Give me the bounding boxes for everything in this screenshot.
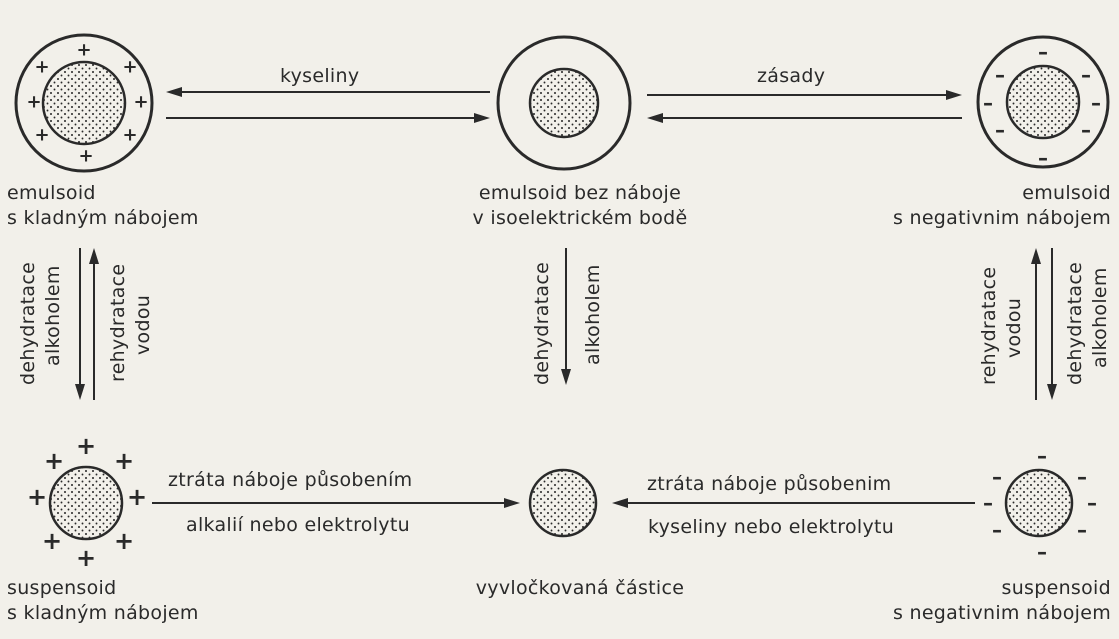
- arrow-acids-forward: [166, 113, 490, 123]
- emulsoid-neutral-label-1: emulsoid bez náboje: [400, 180, 760, 206]
- emulsoid-positive-charge-6: +: [34, 125, 49, 146]
- arrow-acids-forward-head: [474, 113, 490, 123]
- arrow-right-dehydration: [1047, 248, 1057, 400]
- acids-label: kyseliny: [280, 63, 359, 89]
- right-dehydration-label-1: dehydratace: [1064, 262, 1086, 385]
- suspensoid-positive-label-2: s kladným nábojem: [7, 600, 199, 626]
- arrow-right-dehydration-head: [1047, 384, 1057, 400]
- right-rehydration-label-1: rehydratace: [978, 267, 1000, 385]
- suspensoid-negative-charge-1: –: [1037, 444, 1047, 468]
- bottom-right-label-1: ztráta náboje působenim: [647, 471, 892, 497]
- left-dehydration-label-1: dehydratace: [17, 262, 39, 385]
- emulsoid-negative-charge-6: –: [995, 118, 1005, 142]
- arrow-bottom-left: [152, 498, 520, 508]
- arrow-left-rehydration-head: [89, 248, 99, 264]
- left-rehydration-label-2: vodou: [132, 295, 154, 355]
- arrow-bases-forward: [647, 90, 962, 100]
- emulsoid-negative-charge-5: –: [1091, 91, 1101, 115]
- emulsoid-neutral-particle: [498, 37, 630, 169]
- arrow-bases-forward-head: [946, 90, 962, 100]
- emulsoid-negative-particle-core: [1007, 66, 1079, 138]
- emulsoid-negative-charge-1: –: [1038, 40, 1048, 64]
- emulsoid-positive-charge-5: +: [133, 92, 148, 113]
- emulsoid-negative-label-2: s negativnim nábojem: [893, 205, 1111, 231]
- emulsoid-negative-label-1: emulsoid: [1022, 180, 1111, 206]
- suspensoid-positive-charge-3: +: [114, 447, 134, 475]
- left-rehydration-label-1: rehydratace: [107, 264, 129, 382]
- bottom-left-label-2: alkalií nebo elektrolytu: [186, 512, 410, 538]
- suspensoid-negative-label-2: s negativnim nábojem: [893, 600, 1111, 626]
- emulsoid-positive-label-1: emulsoid: [7, 180, 96, 206]
- suspensoid-negative-particle: [1006, 470, 1072, 536]
- suspensoid-positive-label-1: suspensoid: [7, 575, 117, 601]
- emulsoid-negative-charge-7: –: [1081, 118, 1091, 142]
- emulsoid-positive-label-2: s kladným nábojem: [7, 205, 199, 231]
- suspensoid-negative-label-1: suspensoid: [1002, 575, 1112, 601]
- mid-dehydration-label-2: alkoholem: [582, 264, 604, 365]
- arrow-left-rehydration: [89, 248, 99, 400]
- bottom-right-label-2: kyseliny nebo elektrolytu: [648, 514, 894, 540]
- flocculated-particle-core: [530, 470, 596, 536]
- emulsoid-negative-charge-3: –: [1081, 63, 1091, 87]
- arrow-left-dehydration-head: [75, 384, 85, 400]
- suspensoid-negative-charge-4: –: [983, 491, 993, 515]
- arrow-bottom-right-head: [612, 498, 628, 508]
- arrow-mid-dehydration-head: [561, 369, 571, 385]
- emulsoid-positive-charge-2: +: [34, 57, 49, 78]
- suspensoid-negative-particle-core: [1006, 470, 1072, 536]
- emulsoid-positive-charge-7: +: [122, 125, 137, 146]
- suspensoid-negative-charge-3: –: [1077, 465, 1087, 489]
- suspensoid-negative-charge-8: –: [1037, 540, 1047, 564]
- arrow-left-dehydration: [75, 248, 85, 400]
- emulsoid-positive-charge-1: +: [76, 40, 91, 61]
- emulsoid-negative-charge-2: –: [995, 63, 1005, 87]
- suspensoid-negative-charge-6: –: [992, 518, 1002, 542]
- suspensoid-negative-charge-5: –: [1087, 491, 1097, 515]
- emulsoid-positive-charge-3: +: [122, 57, 137, 78]
- suspensoid-positive-charge-7: +: [114, 527, 134, 555]
- arrow-right-rehydration-head: [1031, 248, 1041, 264]
- emulsoid-neutral-particle-core: [530, 69, 598, 137]
- bases-label: zásady: [757, 63, 825, 89]
- suspensoid-positive-charge-6: +: [42, 527, 62, 555]
- suspensoid-negative-charge-7: –: [1077, 518, 1087, 542]
- flocculated-label: vyvločkovaná částice: [400, 575, 760, 601]
- right-dehydration-label-2: alkoholem: [1089, 267, 1111, 368]
- left-dehydration-label-2: alkoholem: [42, 265, 64, 366]
- emulsoid-positive-charge-8: +: [78, 146, 93, 167]
- suspensoid-positive-charge-8: +: [76, 544, 96, 572]
- suspensoid-negative-charge-2: –: [992, 465, 1002, 489]
- arrow-bottom-right: [612, 498, 975, 508]
- flocculated-particle: [530, 470, 596, 536]
- emulsoid-negative-charge-4: –: [983, 91, 993, 115]
- arrow-bottom-left-head: [504, 498, 520, 508]
- right-rehydration-label-2: vodou: [1003, 298, 1025, 358]
- emulsoid-negative-charge-8: –: [1038, 146, 1048, 170]
- suspensoid-positive-charge-2: +: [76, 432, 96, 460]
- emulsoid-positive-charge-4: +: [26, 92, 41, 113]
- arrow-mid-dehydration: [561, 248, 571, 385]
- mid-dehydration-label-1: dehydratace: [531, 262, 553, 385]
- arrow-bases-back-head: [647, 113, 663, 123]
- arrow-acids-back-head: [166, 87, 182, 97]
- suspensoid-positive-charge-5: +: [127, 483, 147, 511]
- suspensoid-positive-charge-1: +: [44, 447, 64, 475]
- bottom-left-label-1: ztráta náboje působením: [168, 467, 413, 493]
- arrow-right-rehydration: [1031, 248, 1041, 400]
- emulsoid-neutral-label-2: v isoelektrickém bodě: [400, 205, 760, 231]
- emulsoid-positive-particle-core: [43, 62, 125, 144]
- suspensoid-positive-charge-4: +: [27, 483, 47, 511]
- arrow-bases-back: [647, 113, 962, 123]
